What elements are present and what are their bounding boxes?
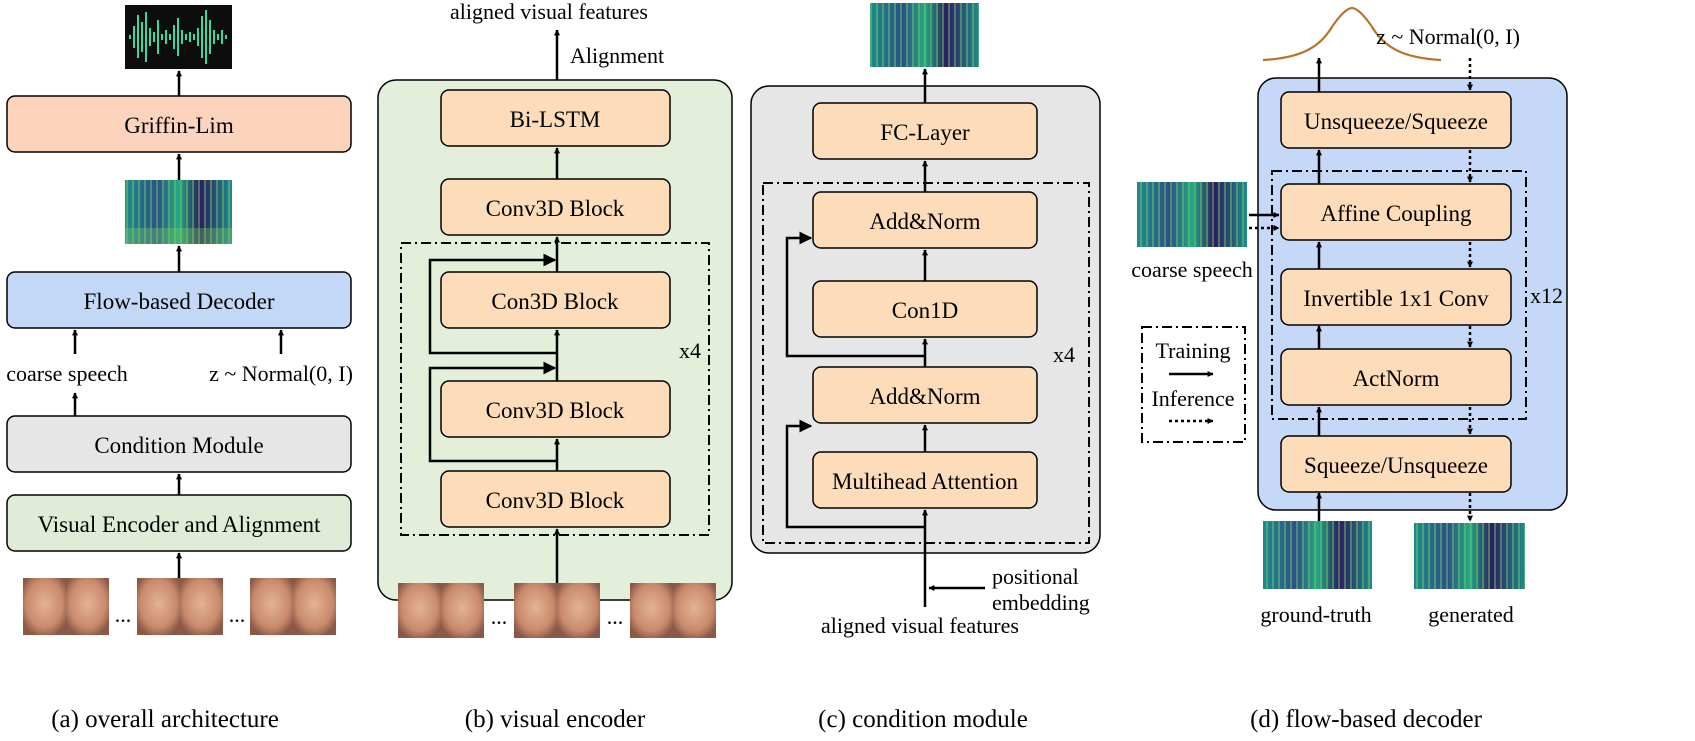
repeat-region-b — [400, 242, 710, 536]
legend-training-label: Training — [1156, 338, 1231, 363]
repeat-region-d — [1271, 170, 1527, 420]
aligned-features-output-label: aligned visual features — [450, 0, 648, 24]
coarse-speech-spectrogram — [1137, 182, 1247, 247]
repeat-x12-d: x12 — [1530, 283, 1563, 308]
z-normal-d-label: z ~ Normal(0, I) — [1376, 24, 1520, 49]
skip-connection-c2 — [785, 419, 925, 529]
legend-inference-label: Inference — [1151, 386, 1234, 411]
bilstm-label: Bi-LSTM — [510, 107, 601, 132]
repeat-x4-b: x4 — [679, 338, 701, 363]
generated-spectrogram — [1414, 523, 1525, 589]
squeeze-unsqueeze-box — [1280, 435, 1512, 493]
con3d-box — [440, 271, 671, 329]
waveform-image — [125, 5, 232, 69]
con3d-label: Con3D Block — [491, 289, 619, 314]
unsqueeze-squeeze-label: Unsqueeze/Squeeze — [1304, 109, 1488, 134]
fc-layer-label: FC-Layer — [880, 120, 970, 145]
ellipsis-a1: ... — [115, 602, 132, 627]
affine-coupling-box — [1280, 183, 1512, 241]
z-normal-label: z ~ Normal(0, I) — [209, 361, 353, 386]
unsqueeze-squeeze-box — [1280, 91, 1512, 149]
actnorm-box — [1280, 348, 1512, 406]
invertible-conv-label: Invertible 1x1 Conv — [1303, 286, 1489, 311]
panel-a: Griffin-Lim Flow-based Decoder coarse sp… — [6, 5, 353, 733]
caption-b: (b) visual encoder — [465, 706, 646, 733]
add-norm-top-box — [812, 191, 1038, 249]
add-norm-top-label: Add&Norm — [869, 209, 980, 234]
con1d-box — [812, 280, 1038, 338]
affine-coupling-label: Affine Coupling — [1321, 201, 1472, 226]
spectrogram-output-c — [870, 3, 979, 67]
bilstm-box — [440, 89, 671, 147]
ellipsis-b2: ... — [607, 604, 624, 629]
add-norm-bottom-box — [812, 366, 1038, 424]
face-frames-b — [398, 583, 716, 638]
visual-encoder-label: Visual Encoder and Alignment — [38, 512, 321, 537]
fc-layer-box — [812, 102, 1038, 160]
griffin-lim-label: Griffin-Lim — [124, 113, 234, 138]
coarse-speech-label: coarse speech — [6, 361, 128, 386]
conv3d-bottom-label: Conv3D Block — [486, 488, 625, 513]
gaussian-curve — [1262, 6, 1442, 62]
repeat-x4-c: x4 — [1053, 342, 1075, 367]
invertible-conv-box — [1280, 268, 1512, 326]
ground-truth-spectrogram — [1263, 521, 1372, 589]
mha-label: Multihead Attention — [832, 469, 1018, 494]
skip-connection-c1 — [785, 231, 925, 358]
aligned-features-input-label: aligned visual features — [821, 613, 1019, 638]
conv3d-top-box — [440, 178, 671, 236]
positional-label: positional — [992, 564, 1079, 589]
caption-a: (a) overall architecture — [51, 706, 279, 733]
add-norm-bottom-label: Add&Norm — [869, 384, 980, 409]
spectrogram-image — [125, 180, 232, 244]
alignment-label: Alignment — [570, 43, 664, 68]
generated-label: generated — [1428, 602, 1514, 627]
embedding-label: embedding — [992, 590, 1090, 615]
legend: Training Inference — [1141, 326, 1246, 443]
caption-d: (d) flow-based decoder — [1250, 706, 1483, 733]
ellipsis-b1: ... — [491, 604, 508, 629]
conv3d-mid-box — [440, 380, 671, 438]
panel-b: aligned visual features Alignment Bi-LST… — [377, 0, 733, 733]
squeeze-unsqueeze-label: Squeeze/Unsqueeze — [1304, 453, 1488, 478]
conv3d-top-label: Conv3D Block — [486, 196, 625, 221]
ground-truth-label: ground-truth — [1260, 602, 1371, 627]
con1d-label: Con1D — [892, 298, 958, 323]
conv3d-bottom-box — [440, 470, 671, 528]
conv3d-mid-label: Conv3D Block — [486, 398, 625, 423]
skip-connection-b2 — [428, 361, 557, 463]
condition-module-box — [6, 415, 352, 473]
visual-encoder-box — [6, 494, 352, 552]
panel-c: FC-Layer x4 Add&Norm Con1D Add&Norm Mult… — [750, 3, 1101, 733]
griffin-lim-box — [6, 95, 352, 153]
coarse-speech-d-label: coarse speech — [1131, 257, 1253, 282]
flow-decoder-box — [6, 271, 352, 329]
flow-decoder-label: Flow-based Decoder — [84, 289, 275, 314]
face-frames — [23, 578, 336, 635]
condition-module-label: Condition Module — [94, 433, 263, 458]
mha-box — [812, 451, 1038, 509]
panel-d: z ~ Normal(0, I) Unsqueeze/Squeeze x12 A… — [1131, 6, 1568, 733]
skip-connection-b1 — [428, 253, 557, 355]
ellipsis-a2: ... — [229, 602, 246, 627]
caption-c: (c) condition module — [818, 706, 1028, 733]
actnorm-label: ActNorm — [1353, 366, 1440, 391]
